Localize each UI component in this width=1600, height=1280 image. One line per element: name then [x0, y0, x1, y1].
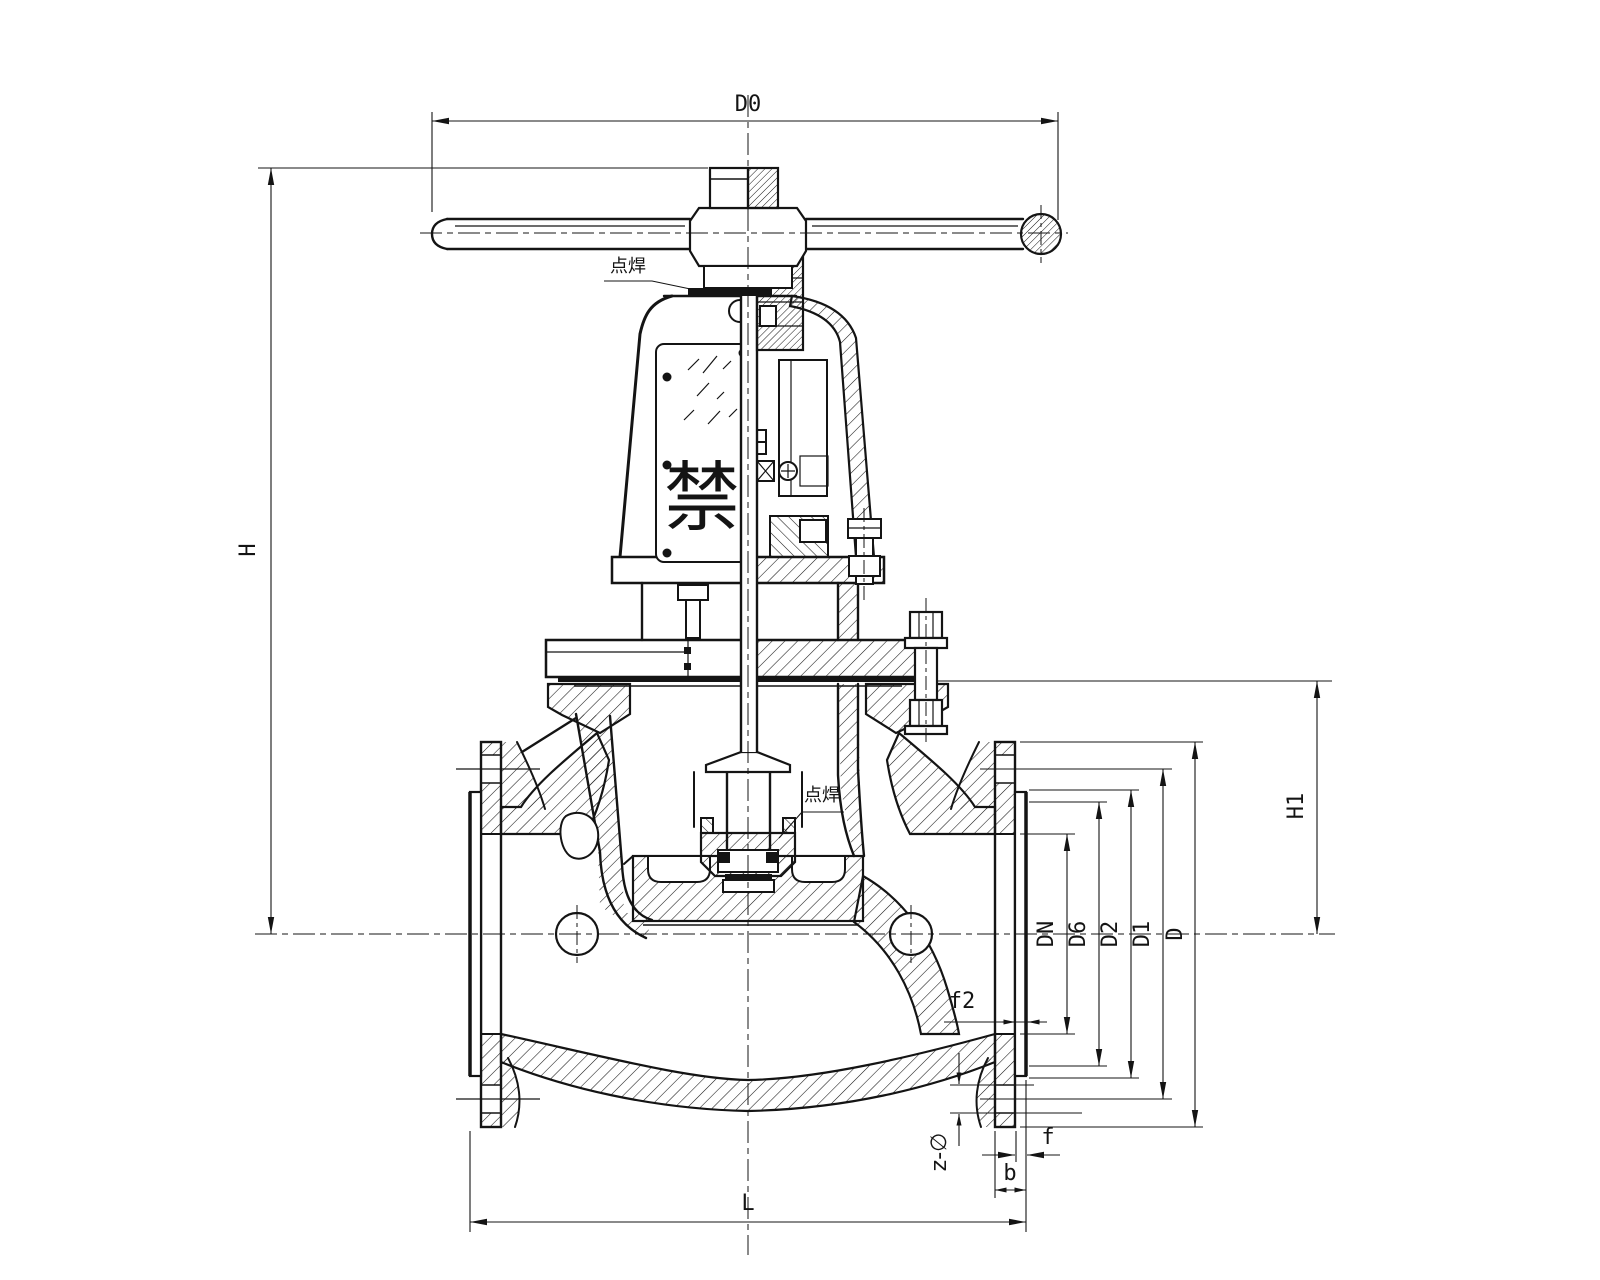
- dimension-d: D: [1020, 741, 1203, 1128]
- dim-label-d6: D6: [1066, 921, 1091, 948]
- dim-label-d0: D0: [735, 92, 762, 117]
- dimension-f: f: [982, 1125, 1060, 1162]
- handle-bar-right: [804, 217, 1025, 251]
- dim-label-d2: D2: [1098, 921, 1123, 948]
- handle-bar-left: [445, 217, 692, 251]
- dimension-b: b: [994, 1131, 1026, 1198]
- dimension-h1: H1: [936, 680, 1332, 934]
- bonnet-bell: 禁: [610, 294, 886, 642]
- dim-label-d: D: [1163, 927, 1188, 940]
- body-rib-window: [559, 811, 600, 860]
- dim-label-f: f: [1041, 1125, 1054, 1150]
- dim-label-f2: f2: [949, 989, 976, 1014]
- plate-character: 禁: [664, 453, 740, 542]
- dimension-f2: f2: [944, 989, 1047, 1025]
- stem-and-handle: [430, 166, 1063, 754]
- centerlines: [255, 95, 1335, 1255]
- dimension-z-phi: z-∅: [927, 1053, 1082, 1171]
- spot-weld-label-lower: 点焊: [804, 785, 840, 806]
- dim-label-b: b: [1003, 1161, 1016, 1186]
- dim-label-dn: DN: [1034, 921, 1059, 948]
- bonnet-flange: [544, 638, 932, 687]
- dim-label-d1: D1: [1130, 921, 1155, 948]
- dim-label-l: L: [741, 1191, 754, 1216]
- dimensions: D0 H H1 D D1 D2: [236, 92, 1332, 1232]
- spot-weld-label-upper: 点焊: [610, 256, 646, 277]
- dim-label-h1: H1: [1284, 793, 1309, 820]
- dimension-dn: DN: [1020, 833, 1075, 1035]
- spot-weld-callout-lower: 点焊: [778, 785, 844, 839]
- dimension-l: L: [469, 1080, 1027, 1232]
- dim-label-z-phi: z-∅: [927, 1133, 952, 1172]
- spot-weld-callout-upper: 点焊: [604, 256, 701, 292]
- dim-label-h: H: [236, 543, 261, 556]
- stem-nut: [708, 166, 750, 210]
- dimension-d0: D0: [431, 92, 1059, 220]
- bonnet-gasket: [558, 677, 916, 682]
- dimension-h: H: [236, 167, 708, 934]
- plate-reflection-marks: [683, 355, 738, 425]
- spot-weld-joint-upper: [688, 288, 772, 296]
